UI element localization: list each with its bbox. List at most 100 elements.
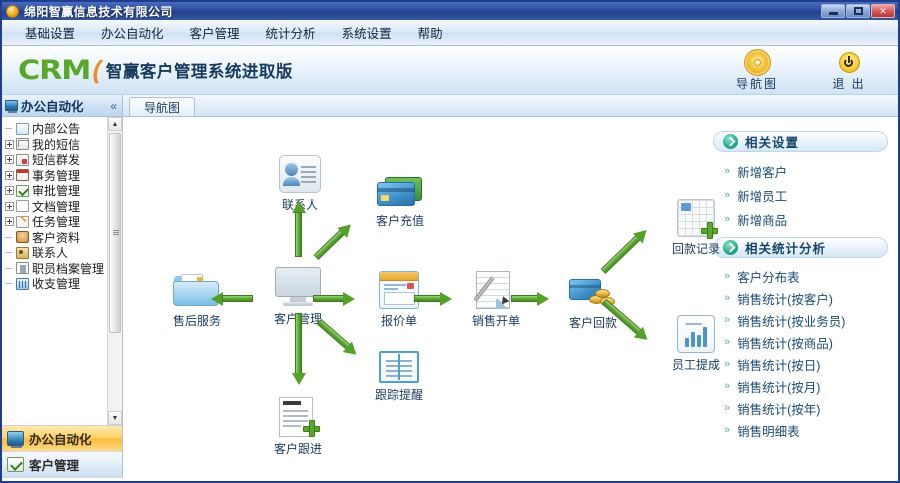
nav-map-button[interactable]: 导航图 [726, 50, 788, 92]
document-plus-icon [255, 393, 341, 437]
logo-text: CRM [18, 54, 91, 86]
window-controls: ✕ [821, 4, 895, 18]
diagram-node-quotation[interactable]: 报价单 [356, 265, 442, 329]
section-header-related-statistics: 相关统计分析 [713, 237, 888, 258]
exit-button[interactable]: 退 出 [818, 50, 880, 92]
chevron-right-icon: » [724, 379, 731, 392]
expand-icon[interactable] [5, 201, 14, 211]
sidebar-item-staff-records[interactable]: 职员档案管理 [4, 261, 122, 277]
notice-icon [16, 122, 29, 135]
close-button[interactable]: ✕ [871, 4, 895, 18]
link-sales-by-product[interactable]: » 销售统计(按商品) [713, 331, 898, 353]
arrow-quotation-to-sales [414, 292, 452, 306]
book-icon [356, 339, 442, 383]
diagram-node-aftersales[interactable]: 售后服务 [154, 265, 240, 329]
link-label: 销售统计(按客户) [737, 292, 833, 307]
right-panel: 相关设置 » 新增客户 » 新增员工 » 新增商品 [703, 117, 898, 478]
finance-icon [16, 277, 29, 290]
sidebar-item-document-mgmt[interactable]: 文档管理 [4, 199, 122, 215]
sidebar-panel-customer-management[interactable]: 客户管理 [2, 452, 122, 478]
sidebar-item-customer-data[interactable]: 客户资料 [4, 230, 122, 246]
diagram-node-payment-record[interactable]: 回款记录 [653, 193, 739, 257]
scroll-up-arrow-icon[interactable]: ▲ [108, 117, 122, 131]
sidebar-item-task-mgmt[interactable]: 任务管理 [4, 214, 122, 230]
link-customer-distribution[interactable]: » 客户分布表 [713, 265, 898, 287]
node-label: 销售开单 [471, 314, 520, 328]
arrow-circle-icon [723, 240, 738, 255]
link-sales-by-salesperson[interactable]: » 销售统计(按业务员) [713, 309, 898, 331]
link-label: 销售统计(按日) [737, 358, 821, 373]
scroll-down-arrow-icon[interactable]: ▼ [108, 411, 122, 425]
sidebar-scrollbar[interactable]: ▲ ▼ [107, 117, 122, 425]
link-add-customer[interactable]: » 新增客户 [713, 159, 898, 183]
maximize-button[interactable] [846, 4, 870, 18]
sidebar-panel-office-automation[interactable]: 办公自动化 [2, 426, 122, 452]
node-label: 客户回款 [568, 316, 617, 330]
tree-line-icon [5, 233, 14, 242]
diagram-node-followup[interactable]: 客户跟进 [255, 393, 341, 457]
expand-icon[interactable] [5, 170, 14, 180]
chevron-right-icon: » [724, 188, 731, 201]
node-label: 报价单 [380, 314, 417, 328]
logo-subtitle: 智赢客户管理系统进取版 [105, 63, 293, 81]
link-sales-detail[interactable]: » 销售明细表 [713, 419, 898, 441]
sidebar: 办公自动化 « 内部公告 我的短信 [2, 95, 123, 478]
link-label: 销售统计(按月) [737, 380, 821, 395]
chevron-right-icon: » [724, 357, 731, 370]
minimize-button[interactable] [821, 4, 845, 18]
diagram-node-reminder[interactable]: 跟踪提醒 [356, 339, 442, 403]
sidebar-item-affair-mgmt[interactable]: 事务管理 [4, 168, 122, 184]
menu-item-customer-management[interactable]: 客户管理 [189, 27, 240, 41]
diagram-node-recharge[interactable]: 客户充值 [357, 165, 443, 229]
sidebar-item-contacts[interactable]: 联系人 [4, 245, 122, 261]
node-label: 客户跟进 [273, 442, 322, 456]
title-bar: 绵阳智赢信息技术有限公司 ✕ [2, 2, 898, 20]
panel-label: 客户管理 [29, 459, 80, 473]
link-add-employee[interactable]: » 新增员工 [713, 183, 898, 207]
link-sales-by-customer[interactable]: » 销售统计(按客户) [713, 287, 898, 309]
link-label: 销售明细表 [737, 424, 800, 439]
link-sales-by-month[interactable]: » 销售统计(按月) [713, 375, 898, 397]
menu-item-statistics[interactable]: 统计分析 [265, 27, 316, 41]
link-add-product[interactable]: » 新增商品 [713, 207, 898, 231]
sidebar-item-label: 收支管理 [32, 277, 81, 292]
expand-icon[interactable] [5, 155, 14, 165]
link-label: 销售统计(按商品) [737, 336, 833, 351]
menu-item-system-settings[interactable]: 系统设置 [341, 27, 392, 41]
expand-icon[interactable] [5, 217, 14, 227]
expand-icon[interactable] [5, 139, 14, 149]
card-coins-icon [550, 267, 636, 311]
sidebar-tree-container: 内部公告 我的短信 短信群发 事务管理 [2, 117, 122, 425]
menu-item-basic-settings[interactable]: 基础设置 [25, 27, 76, 41]
sidebar-collapse-icon[interactable]: « [110, 98, 117, 113]
approve-icon [16, 184, 29, 197]
diagram-node-commission[interactable]: 员工提成 [653, 309, 739, 373]
expand-icon[interactable] [5, 186, 14, 196]
arrow-customer-to-followup [292, 313, 306, 385]
sidebar-item-my-sms[interactable]: 我的短信 [4, 137, 122, 153]
panel-label: 办公自动化 [29, 433, 92, 447]
node-label: 跟踪提醒 [374, 388, 423, 402]
menu-item-help[interactable]: 帮助 [417, 27, 443, 41]
sidebar-item-finance[interactable]: 收支管理 [4, 276, 122, 292]
tab-navigation-map[interactable]: 导航图 [129, 97, 196, 116]
diagram-node-contacts[interactable]: 联系人 [257, 149, 343, 213]
arrow-customer-to-contacts [292, 201, 306, 257]
sidebar-item-internal-notice[interactable]: 内部公告 [4, 121, 122, 137]
diagram-node-sales-order[interactable]: 销售开单 [453, 265, 539, 329]
sidebar-item-bulk-sms[interactable]: 短信群发 [4, 152, 122, 168]
nav-map-label: 导航图 [735, 77, 778, 91]
sidebar-item-label: 事务管理 [32, 168, 81, 183]
chevron-right-icon: » [724, 291, 731, 304]
tree-line-icon [5, 264, 14, 273]
link-sales-by-day[interactable]: » 销售统计(按日) [713, 353, 898, 375]
scrollbar-thumb[interactable] [109, 133, 121, 333]
contact-card-icon [257, 149, 343, 193]
sidebar-item-approval-mgmt[interactable]: 审批管理 [4, 183, 122, 199]
link-sales-by-year[interactable]: » 销售统计(按年) [713, 397, 898, 419]
link-label: 客户分布表 [737, 270, 800, 285]
task-icon [16, 215, 29, 228]
menu-item-office-automation[interactable]: 办公自动化 [101, 27, 164, 41]
check-icon [7, 457, 24, 472]
